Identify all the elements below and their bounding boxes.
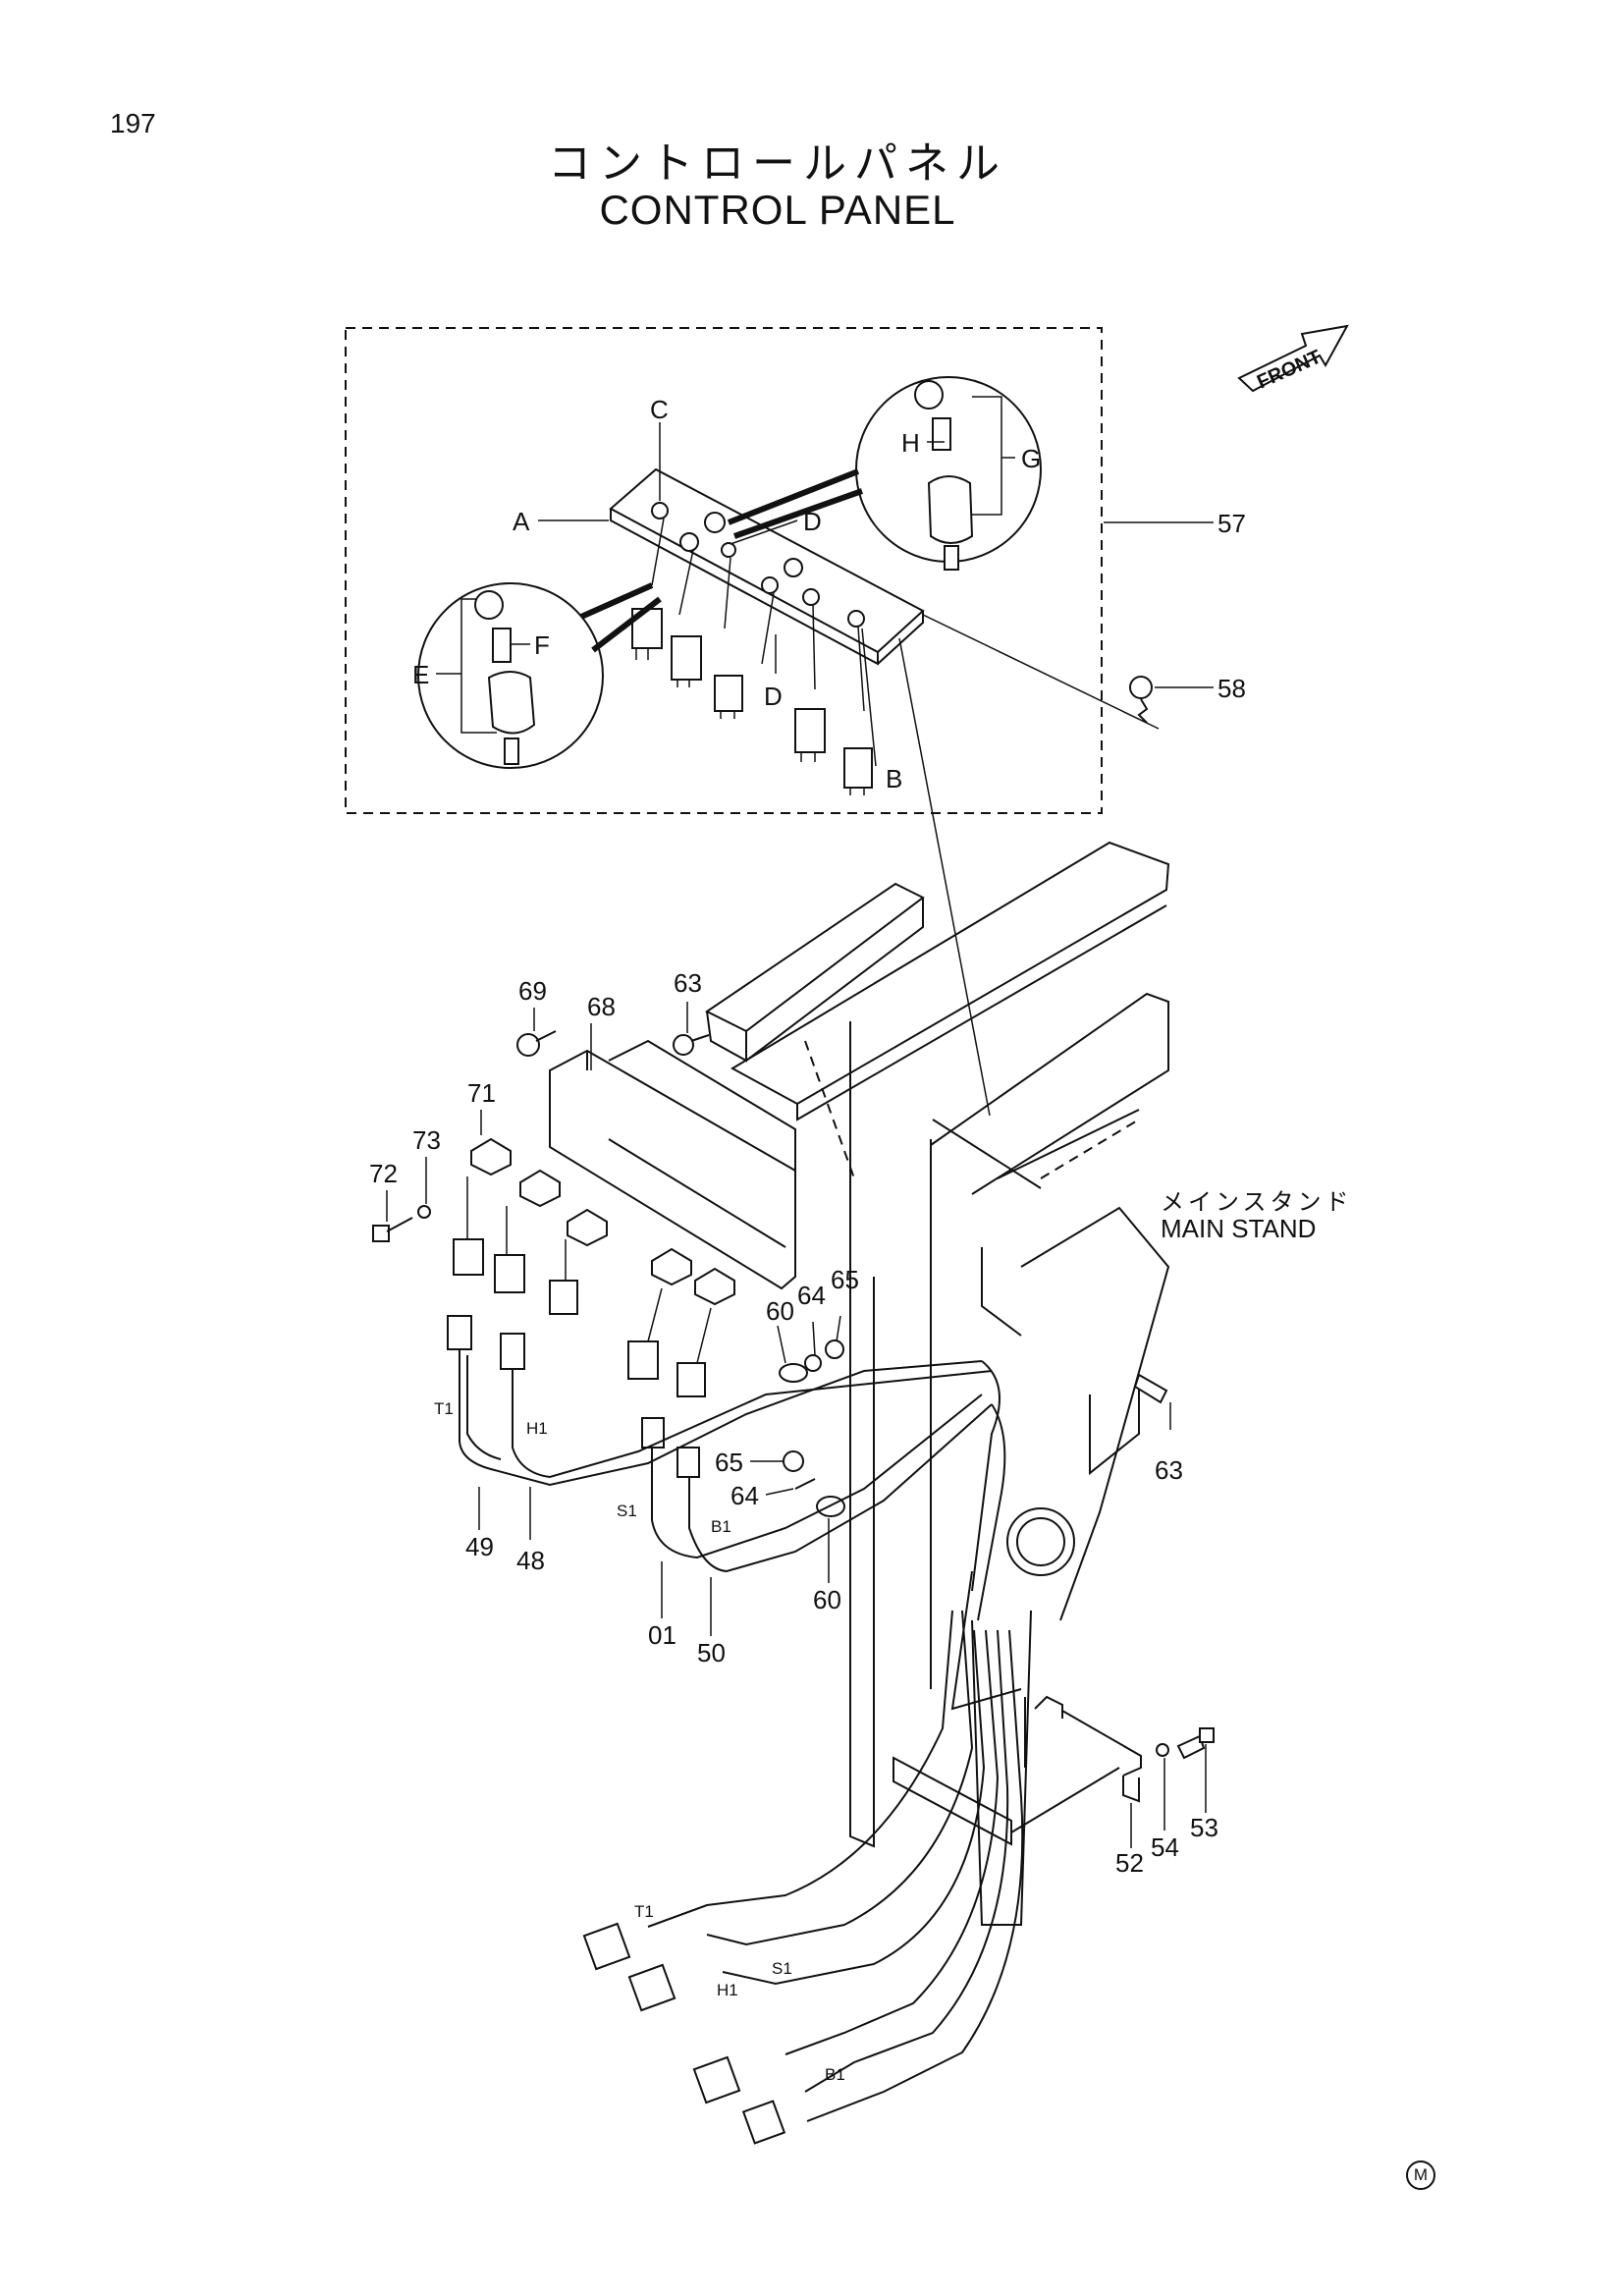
main-stand (705, 841, 1170, 1926)
wire-tag-T1-lower: T1 (634, 1902, 654, 1921)
washer-73-icon (417, 1205, 431, 1219)
washer-54-icon (1156, 1743, 1169, 1757)
letter-G: G (1021, 444, 1041, 473)
callout-68: 68 (587, 992, 616, 1021)
control-box (549, 1039, 796, 1290)
clamp-60-upper-icon (779, 1363, 808, 1383)
letter-C: C (650, 395, 669, 424)
callout-63-lower: 63 (1155, 1455, 1183, 1485)
callout-64-upper: 64 (797, 1281, 826, 1310)
main-stand-label-english: MAIN STAND (1161, 1214, 1317, 1243)
letter-H: H (901, 428, 920, 458)
callout-60-upper: 60 (766, 1296, 794, 1326)
callout-numbers: 57 58 69 63 68 71 72 73 60 64 65 65 64 6… (369, 509, 1246, 1878)
callout-49: 49 (465, 1532, 494, 1561)
wire-tag-S1-upper: S1 (617, 1502, 637, 1520)
wire-harness (447, 1315, 1024, 2145)
wire-tag-T1-upper: T1 (434, 1399, 454, 1418)
callout-65-lower: 65 (715, 1448, 743, 1477)
detail-box (345, 327, 1103, 814)
wire-tag-B1-upper: B1 (711, 1517, 731, 1536)
callout-54: 54 (1151, 1832, 1179, 1862)
title-english: CONTROL PANEL (599, 187, 956, 233)
callout-71: 71 (467, 1078, 496, 1108)
callout-52: 52 (1115, 1848, 1144, 1878)
callout-01: 01 (648, 1620, 676, 1650)
bolt-63-upper-icon (673, 1034, 710, 1056)
callout-63-upper: 63 (674, 968, 702, 998)
letter-F: F (534, 630, 550, 660)
callout-69: 69 (518, 976, 547, 1006)
detail-circle-right (855, 376, 1042, 571)
panel-connectors (631, 608, 873, 795)
letter-D-lower: D (764, 682, 783, 711)
leader-lines (386, 396, 1214, 1848)
callout-65-upper: 65 (831, 1265, 859, 1294)
manufacturer-mark: M (1406, 2160, 1435, 2190)
washer-64-upper-icon (804, 1354, 822, 1372)
callout-60-lower: 60 (813, 1585, 841, 1614)
page-number: 197 (110, 108, 156, 138)
callout-53: 53 (1190, 1813, 1218, 1842)
callout-72: 72 (369, 1159, 398, 1188)
letter-D-upper: D (803, 507, 822, 536)
bracket-52 (893, 1695, 1142, 1846)
bolt-63-lower-icon (1133, 1373, 1168, 1404)
wire-tag-S1-lower: S1 (772, 1959, 792, 1978)
bolt-53-icon (1176, 1727, 1215, 1760)
callout-50: 50 (697, 1638, 726, 1667)
wire-tag-H1-lower: H1 (717, 1981, 738, 1999)
wire-tag-B1-lower: B1 (825, 2065, 845, 2084)
letter-A: A (513, 507, 530, 536)
title-japanese: コントロールパネル (548, 138, 1007, 189)
main-stand-label-japanese: メインスタンド (1161, 1188, 1353, 1216)
bolt-72-icon (372, 1217, 413, 1242)
callout-57: 57 (1217, 509, 1246, 538)
letter-B: B (886, 764, 902, 793)
callout-73: 73 (412, 1125, 441, 1155)
callout-58: 58 (1217, 674, 1246, 703)
callout-48: 48 (516, 1546, 545, 1575)
wire-tags: T1 H1 S1 B1 T1 H1 S1 B1 (434, 1399, 845, 2084)
detail-circle-left (417, 582, 604, 769)
detail-letters: A B C D D E F G H (412, 395, 1041, 793)
washer-64-lower-icon (794, 1478, 816, 1490)
front-arrow-icon: FRONT (1237, 324, 1349, 394)
nut-65-lower-icon (783, 1450, 804, 1472)
bolt-69-icon (516, 1030, 557, 1057)
connector-clips (453, 1137, 735, 1397)
letter-E: E (412, 660, 429, 689)
bolt-58-icon (1129, 676, 1153, 724)
panel-switches (651, 502, 865, 712)
callout-64-lower: 64 (730, 1481, 759, 1510)
wire-tag-H1-upper: H1 (526, 1419, 548, 1438)
nut-65-upper-icon (825, 1339, 844, 1359)
